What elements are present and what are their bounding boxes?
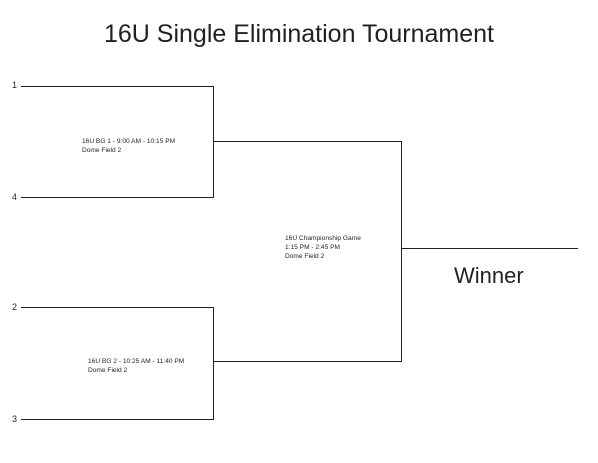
game-bg2-info: 16U BG 2 - 10:25 AM - 11:40 PM Dome Fiel… <box>88 357 184 375</box>
game-bg2-time: 16U BG 2 - 10:25 AM - 11:40 PM <box>88 358 185 365</box>
seed-label-1: 1 <box>12 80 18 90</box>
game-bg1-location: Dome Field 2 <box>82 147 122 154</box>
game-bg1-info: 16U BG 1 - 9:00 AM - 10:15 PM Dome Field… <box>82 137 175 155</box>
game-championship-info: 16U Championship Game 1:15 PM - 2:45 PM … <box>285 234 361 261</box>
game-bg1-time: 16U BG 1 - 9:00 AM - 10:15 PM <box>82 138 176 145</box>
seed-label-2: 2 <box>12 302 18 312</box>
game-championship-time: 1:15 PM - 2:45 PM <box>285 244 340 251</box>
game-bg2-location: Dome Field 2 <box>88 367 128 374</box>
page-title: 16U Single Elimination Tournament <box>103 20 495 48</box>
seed-label-4: 4 <box>12 192 18 202</box>
winner-label: Winner <box>454 263 524 288</box>
seed-label-3: 3 <box>12 414 18 424</box>
game-championship-location: Dome Field 2 <box>285 253 325 260</box>
game-championship-title: 16U Championship Game <box>285 235 361 242</box>
